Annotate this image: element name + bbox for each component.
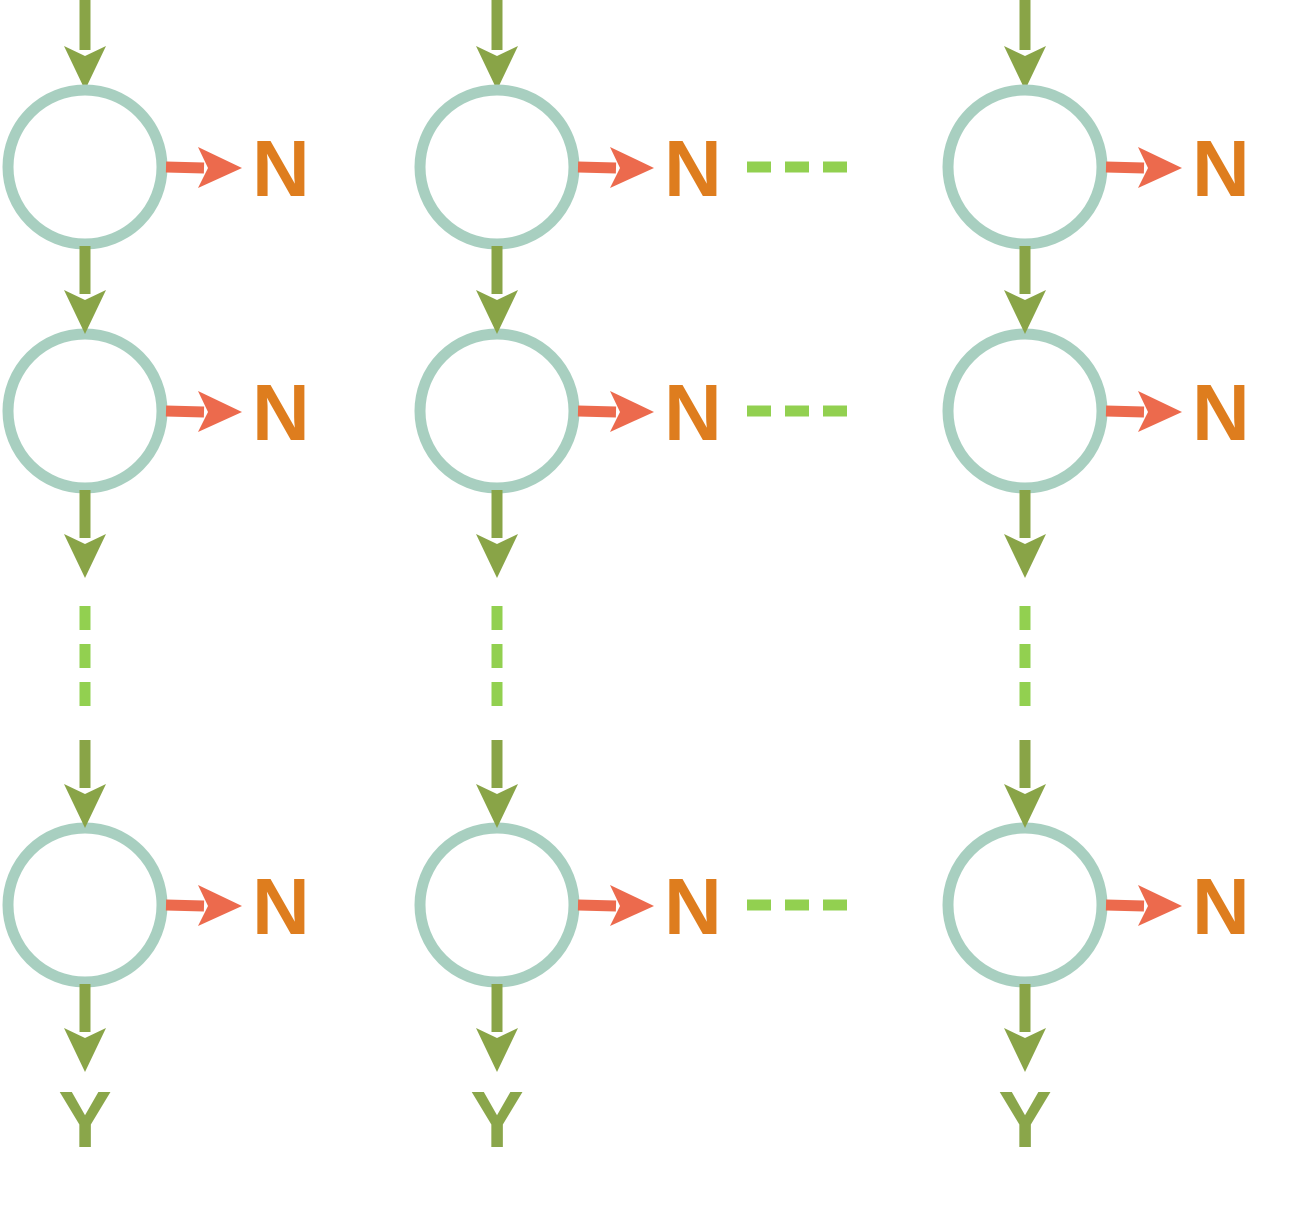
col-2-arrow-2-ellipsis-head [476, 534, 518, 578]
node-1-3-circle [2, 822, 168, 988]
node-3-3-circle [942, 822, 1108, 988]
node-3-1-n-label: N [1192, 124, 1250, 213]
node-1-3-n-arrow-head [198, 885, 242, 926]
node-3-1-n-arrow-head [1138, 147, 1182, 188]
node-1-2-n-arrow-shaft [165, 405, 205, 418]
node-2-2-n-arrow-shaft [577, 405, 617, 418]
node-1-1-n-arrow-head [198, 147, 242, 188]
node-1-1-n-label: N [252, 124, 310, 213]
col-3-arrow-1-2-head [1004, 290, 1046, 334]
node-3-2-n-arrow-shaft [1105, 405, 1145, 418]
node-2-3-circle [414, 822, 580, 988]
node-1-3-n-arrow-shaft [165, 899, 205, 912]
node-1-3-n-label: N [252, 862, 310, 951]
node-3-3-n-arrow-head [1138, 885, 1182, 926]
node-2-1-n-arrow-shaft [577, 161, 617, 174]
node-2-3-n-arrow-head [610, 885, 654, 926]
node-3-3-n-label: N [1192, 862, 1250, 951]
col-1-entry-arrow-head [64, 46, 106, 90]
node-1-2-n-label: N [252, 368, 310, 457]
col-3-exit-arrow-head [1004, 1028, 1046, 1072]
node-2-3-n-arrow-shaft [577, 899, 617, 912]
node-2-3-n-label: N [664, 862, 722, 951]
node-3-3-n-arrow-shaft [1105, 899, 1145, 912]
col-2-arrow-ellipsis-3-head [476, 784, 518, 828]
node-2-2-n-arrow-head [610, 391, 654, 432]
col-3-arrow-ellipsis-3-head [1004, 784, 1046, 828]
col-1-arrow-1-2-head [64, 290, 106, 334]
col-1-arrow-2-ellipsis-head [64, 534, 106, 578]
node-3-1-circle [942, 84, 1108, 250]
col-1-arrow-ellipsis-3-head [64, 784, 106, 828]
node-3-2-n-arrow-head [1138, 391, 1182, 432]
col-1-y-label: Y [58, 1075, 111, 1164]
col-3-arrow-2-ellipsis-head [1004, 534, 1046, 578]
col-3-entry-arrow-head [1004, 46, 1046, 90]
node-1-2-n-arrow-head [198, 391, 242, 432]
col-1-exit-arrow-head [64, 1028, 106, 1072]
node-2-1-circle [414, 84, 580, 250]
col-2-y-label: Y [470, 1075, 523, 1164]
node-2-2-circle [414, 328, 580, 494]
node-2-1-n-arrow-head [610, 147, 654, 188]
node-3-1-n-arrow-shaft [1105, 161, 1145, 174]
col-2-entry-arrow-head [476, 46, 518, 90]
node-1-1-circle [2, 84, 168, 250]
node-2-1-n-label: N [664, 124, 722, 213]
col-2-exit-arrow-head [476, 1028, 518, 1072]
node-1-2-circle [2, 328, 168, 494]
col-2-arrow-1-2-head [476, 290, 518, 334]
node-2-2-n-label: N [664, 368, 722, 457]
node-3-2-n-label: N [1192, 368, 1250, 457]
node-3-2-circle [942, 328, 1108, 494]
node-1-1-n-arrow-shaft [165, 161, 205, 174]
col-3-y-label: Y [998, 1075, 1051, 1164]
